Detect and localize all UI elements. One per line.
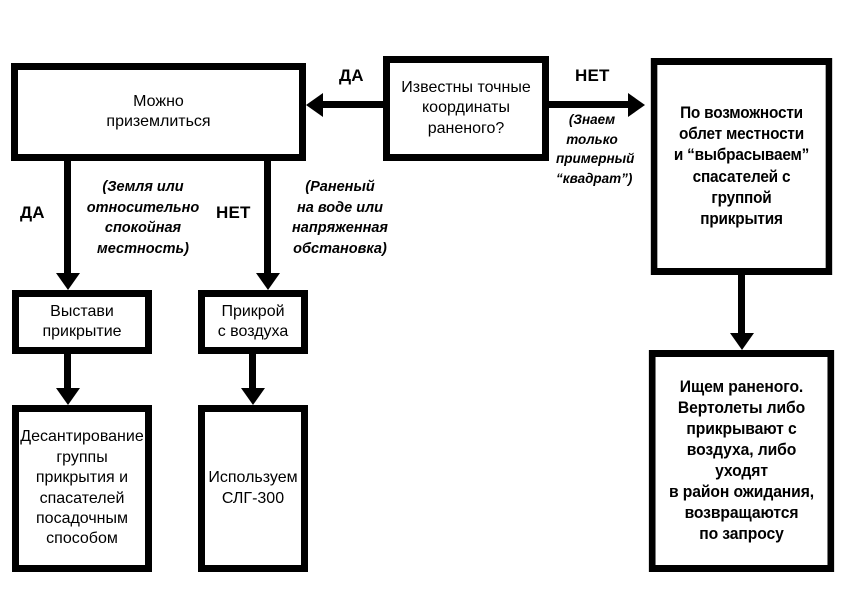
connector-canland-to-setcover — [64, 161, 71, 274]
node-set-cover-label: Выстави прикрытие — [42, 302, 122, 340]
node-use-slg300-label: Используем СЛГ-300 — [208, 469, 298, 507]
node-landing-drop-label: Десантирование группы прикрытия и спасат… — [20, 428, 144, 548]
node-search-wounded[interactable]: Ищем раненого. Вертолеты либо прикрывают… — [648, 350, 835, 572]
connector-coverair-to-useslg — [249, 354, 256, 388]
arrow-question-to-overfly — [628, 92, 645, 117]
arrow-question-to-canland — [306, 92, 323, 117]
connector-overfly-to-search — [738, 275, 745, 333]
connector-canland-to-coverair — [264, 161, 271, 274]
connector-question-to-canland — [322, 101, 383, 108]
node-landing-drop[interactable]: Десантирование группы прикрытия и спасат… — [12, 405, 152, 572]
arrow-canland-to-setcover — [55, 273, 80, 290]
arrow-setcover-to-landingdrop — [55, 388, 80, 405]
label-no-top: НЕТ — [575, 66, 610, 85]
connector-setcover-to-landingdrop — [64, 354, 71, 388]
node-cover-from-air-label: Прикрой с воздуха — [217, 302, 289, 340]
node-overfly-drop[interactable]: По возможности облет местности и “выбрас… — [650, 58, 833, 275]
label-note-water: (Раненый на воде или напряженная обстано… — [292, 179, 388, 257]
node-overfly-drop-label: По возможности облет местности и “выбрас… — [673, 104, 810, 228]
node-cover-from-air[interactable]: Прикрой с воздуха — [198, 290, 308, 354]
label-yes-left: ДА — [20, 203, 45, 222]
label-note-square: (Знаем только примерный “квадрат”) — [556, 112, 635, 186]
label-yes-top: ДА — [339, 66, 364, 85]
node-can-land-label: Можно приземлиться — [106, 92, 211, 130]
node-can-land[interactable]: Можно приземлиться — [11, 63, 306, 161]
arrow-coverair-to-useslg — [240, 388, 265, 405]
label-note-ground: (Земля или относительно спокойная местно… — [86, 179, 200, 257]
node-set-cover[interactable]: Выстави прикрытие — [12, 290, 152, 354]
arrow-overfly-to-search — [729, 333, 754, 350]
node-use-slg300[interactable]: Используем СЛГ-300 — [198, 405, 308, 572]
node-question-coordinates[interactable]: Известны точные координаты раненого? — [383, 56, 549, 161]
connector-question-to-overfly — [549, 101, 628, 108]
label-no-middle: НЕТ — [216, 203, 251, 222]
node-question-coordinates-label: Известны точные координаты раненого? — [401, 78, 531, 137]
arrow-canland-to-coverair — [255, 273, 280, 290]
node-search-wounded-label: Ищем раненого. Вертолеты либо прикрывают… — [668, 377, 815, 544]
